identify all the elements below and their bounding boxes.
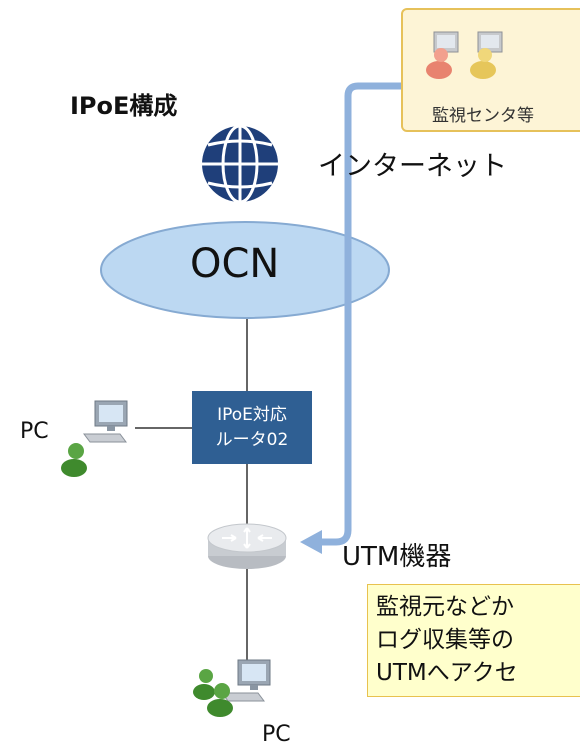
- pc-bottom-icon: [193, 659, 271, 717]
- diagram-title: IPoE構成: [70, 92, 178, 120]
- monitoring-center-label: 監視センタ等: [432, 106, 534, 126]
- ipoe-router-box: IPoE対応 ルータ02: [192, 391, 312, 464]
- note-line: ログ収集等の: [376, 627, 514, 653]
- monitoring-users-icon: [426, 31, 503, 79]
- pc-bottom-label: PC: [262, 722, 291, 747]
- pc-left-icon: [61, 400, 128, 477]
- monitoring-center-box: [401, 8, 580, 132]
- utm-label: UTM機器: [342, 542, 452, 572]
- internet-label: インターネット: [318, 151, 507, 182]
- globe-icon: [202, 124, 278, 204]
- router-label-line1: IPoE対応: [217, 404, 287, 425]
- note-callout: 監視元などか ログ収集等の UTMへアクセ: [367, 584, 580, 697]
- pc-left-label: PC: [20, 419, 49, 444]
- note-line: UTMへアクセ: [376, 660, 518, 686]
- note-line: 監視元などか: [376, 594, 514, 620]
- ocn-label: OCN: [190, 241, 280, 287]
- access-arrow: [300, 82, 408, 554]
- ocn-cloud: [100, 221, 390, 319]
- utm-device-icon: [207, 523, 287, 569]
- router-label-line2: ルータ02: [215, 429, 289, 450]
